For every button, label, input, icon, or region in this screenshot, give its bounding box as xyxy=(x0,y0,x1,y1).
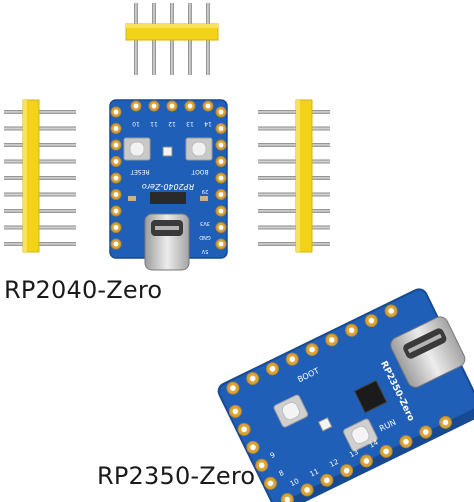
pin-number-label: 14 xyxy=(204,120,212,127)
header-pin xyxy=(258,110,330,114)
silk-board-name: RP2040-Zero xyxy=(142,182,194,191)
silk-gnd: GND xyxy=(199,234,211,240)
pin-number-label: 8 xyxy=(278,469,286,478)
pin-number-label: 9 xyxy=(269,451,277,460)
usb-c-connector-2-icon xyxy=(390,316,466,388)
pin-header-top-icon xyxy=(125,3,219,75)
run-button-2-icon xyxy=(343,418,378,452)
header-pin xyxy=(4,209,76,213)
header-pin xyxy=(258,192,330,197)
silk-reset-label: RESET xyxy=(130,168,150,175)
header-pin xyxy=(4,225,76,230)
header-pin xyxy=(4,192,76,197)
pin-number-label: 10 xyxy=(289,477,301,488)
rp2040-zero-caption: RP2040-Zero xyxy=(4,276,163,304)
silk-29: 29 xyxy=(202,188,208,194)
reset-button-icon xyxy=(123,137,151,161)
pin-number-label: 10 xyxy=(132,120,140,127)
pin-header-right-icon xyxy=(258,99,330,253)
header-pin xyxy=(4,242,76,246)
header-pin xyxy=(4,110,76,114)
header-pin xyxy=(258,209,330,213)
header-pin xyxy=(258,242,330,246)
silk-3v3: 3V3 xyxy=(200,220,210,226)
pin-number-label: 13 xyxy=(186,120,194,127)
silk-5v: 5V xyxy=(201,248,208,254)
pin-number-label: 12 xyxy=(168,120,176,127)
pin-header-left-icon xyxy=(4,99,76,253)
silk-boot-label: BOOT xyxy=(191,168,208,175)
header-pin xyxy=(258,176,330,180)
rp2040-zero-board: 10 11 12 13 14 RESET BOOT RP2040-Zero 3V3 GN… xyxy=(109,99,228,271)
pin-number-label: 12 xyxy=(328,458,340,469)
pin-number-labels-top: 10 11 12 13 14 xyxy=(132,120,212,127)
mcu-chip xyxy=(353,379,388,414)
pin-number-label: 13 xyxy=(348,448,360,459)
header-pin xyxy=(258,126,330,131)
pin-number-label: 14 xyxy=(368,438,380,449)
castellated-pads-2 xyxy=(226,304,452,502)
pin-number-label: 11 xyxy=(309,467,321,478)
header-pin xyxy=(4,126,76,131)
rgb-led-icon xyxy=(162,146,173,157)
header-pin xyxy=(258,159,330,164)
header-pin xyxy=(4,176,76,180)
boot-button-2-icon xyxy=(273,394,309,428)
pin-number-labels-2: 10 11 12 13 14 98 xyxy=(269,438,380,488)
header-pin xyxy=(4,159,76,164)
boot-button-icon xyxy=(185,137,213,161)
header-pin xyxy=(258,143,330,147)
header-pin xyxy=(258,225,330,230)
pin-number-label: 11 xyxy=(150,120,158,127)
usb-c-connector-icon xyxy=(144,213,190,271)
rgb-led-2-icon xyxy=(317,416,333,432)
castellated-pads xyxy=(110,100,227,250)
header-pin xyxy=(4,143,76,147)
rp2350-zero-caption: RP2350-Zero xyxy=(97,462,256,490)
